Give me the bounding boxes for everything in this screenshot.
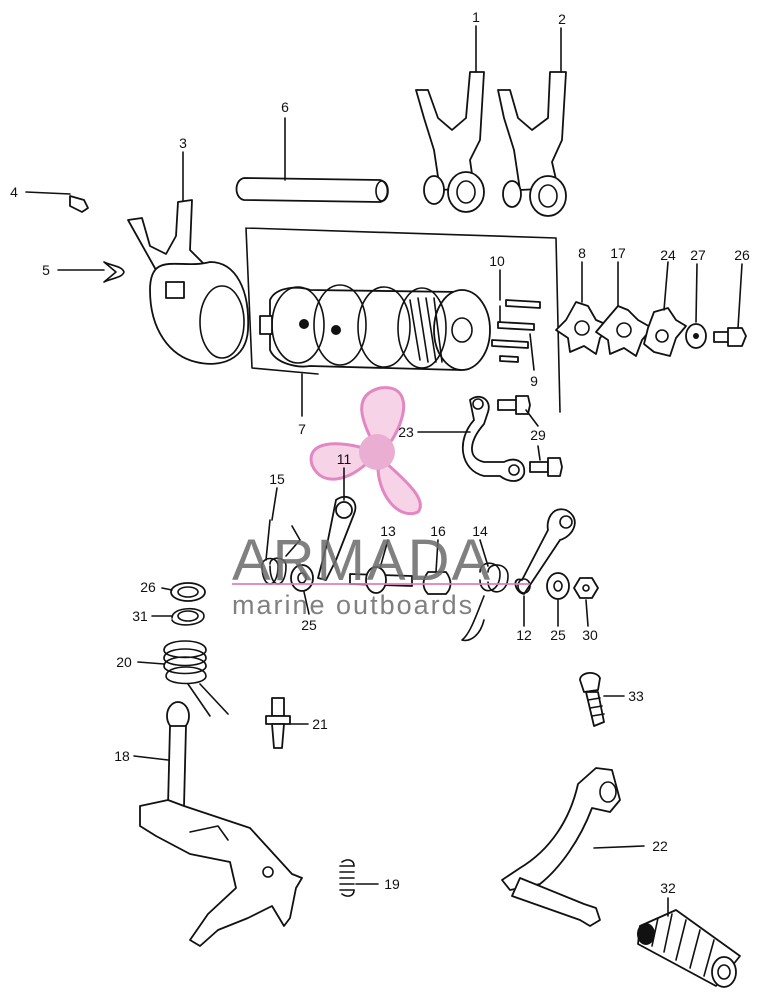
shift-drum-7 <box>259 284 491 371</box>
pin-9 <box>499 355 519 363</box>
watermark-tagline: marine outboards <box>232 590 474 620</box>
shift-pedal-22 <box>501 767 621 927</box>
label-27: 27 <box>690 247 706 263</box>
label-9: 9 <box>530 373 538 389</box>
label-8: 8 <box>578 245 586 261</box>
label-29: 29 <box>530 427 546 443</box>
label-16: 16 <box>430 523 446 539</box>
nut-30 <box>573 577 599 599</box>
part-labels: 1 2 3 4 5 6 7 8 9 10 11 12 13 14 15 16 1… <box>10 9 750 896</box>
rubber-grip-32 <box>637 909 741 988</box>
label-15: 15 <box>269 471 285 487</box>
label-31: 31 <box>132 608 148 624</box>
armada-logo-icon <box>309 386 422 516</box>
shaft-6 <box>235 177 389 203</box>
spring-20 <box>163 640 229 717</box>
label-25b: 25 <box>550 627 566 643</box>
label-24: 24 <box>660 247 676 263</box>
label-33: 33 <box>628 688 644 704</box>
shift-fork-2 <box>497 71 567 217</box>
plate-24 <box>643 307 687 357</box>
pins-10 <box>491 299 541 349</box>
shift-spindle-18 <box>139 701 303 947</box>
shift-fork-1 <box>415 71 485 213</box>
label-26a: 26 <box>734 247 750 263</box>
circlip-31 <box>171 607 205 626</box>
label-32: 32 <box>660 880 676 896</box>
label-3: 3 <box>179 135 187 151</box>
label-14: 14 <box>472 523 488 539</box>
shift-fork-3 <box>127 199 250 365</box>
spring-19 <box>339 859 355 897</box>
label-7: 7 <box>298 421 306 437</box>
pin-4 <box>69 195 89 213</box>
label-17: 17 <box>610 245 626 261</box>
washer-27 <box>685 323 707 349</box>
label-10: 10 <box>489 253 505 269</box>
label-12: 12 <box>516 627 532 643</box>
label-13: 13 <box>380 523 396 539</box>
label-22: 22 <box>652 838 668 854</box>
bolt-33 <box>579 672 605 727</box>
bolts-29 <box>497 395 563 477</box>
label-6: 6 <box>281 99 289 115</box>
label-1: 1 <box>472 9 480 25</box>
star-plate-17 <box>595 305 653 357</box>
label-2: 2 <box>558 11 566 27</box>
spring-14 <box>461 562 509 642</box>
bolt-21 <box>265 697 291 749</box>
spring-15 <box>261 519 301 585</box>
label-4: 4 <box>10 184 18 200</box>
label-21: 21 <box>312 716 328 732</box>
group-outline <box>245 227 561 413</box>
label-19: 19 <box>384 876 400 892</box>
leader-lines <box>25 25 743 917</box>
clip-5 <box>103 261 125 283</box>
label-11: 11 <box>337 451 352 467</box>
label-26b: 26 <box>140 579 156 595</box>
arm-11 <box>317 495 357 581</box>
label-30: 30 <box>582 627 598 643</box>
arm-12 <box>514 508 576 595</box>
bolt-26 <box>713 327 747 347</box>
washer-26 <box>170 582 206 602</box>
label-23: 23 <box>398 424 414 440</box>
stopper-arm-23 <box>461 395 526 482</box>
watermark: ARMADA marine outboards <box>232 528 530 620</box>
washer-25b <box>546 572 570 600</box>
label-25a: 25 <box>301 617 317 633</box>
collar-13 <box>349 566 413 594</box>
star-plate-8 <box>555 301 611 355</box>
label-20: 20 <box>116 654 132 670</box>
label-18: 18 <box>114 748 130 764</box>
watermark-brand: ARMADA <box>232 528 492 593</box>
label-5: 5 <box>42 262 50 278</box>
